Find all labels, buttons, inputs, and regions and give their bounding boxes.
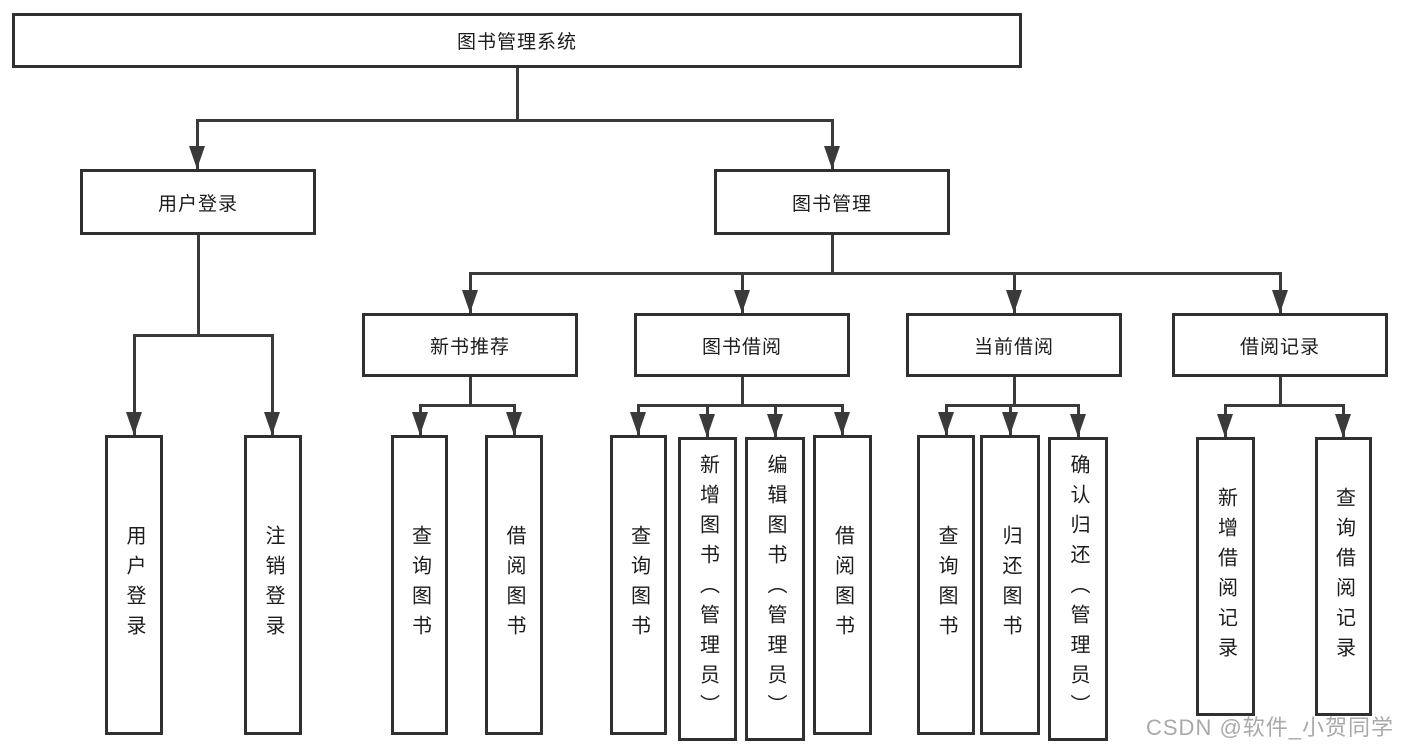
node-root: 图书管理系统 (12, 13, 1022, 68)
leaf-add-books-admin-label: 新增图书（管理员） (696, 454, 719, 724)
leaf-query-books-borrow-label: 查询图书 (627, 525, 650, 645)
connector-borrow-records-bar (1223, 404, 1345, 407)
connector-current-borrow-bar (944, 404, 1080, 407)
leaf-add-borrow-record: 新增借阅记录 (1196, 437, 1255, 716)
arrowhead-bb-borrow (834, 412, 850, 435)
node-current-borrow: 当前借阅 (906, 313, 1122, 377)
connector-drop-leaf-logout (270, 334, 274, 435)
arrowhead-br-add (1217, 414, 1233, 437)
arrowhead-bb-add (699, 414, 715, 437)
leaf-add-books-admin: 新增图书（管理员） (678, 437, 737, 741)
leaf-borrow-books-new: 借阅图书 (485, 435, 543, 735)
arrowhead-nb-query (412, 412, 428, 435)
connector-root-stem (515, 68, 519, 121)
node-current-borrow-label: 当前借阅 (973, 336, 1054, 358)
arrowhead-book-mgmt (824, 146, 840, 169)
connector-new-books-stem (468, 377, 472, 406)
arrowhead-cb-return (1002, 412, 1018, 435)
leaf-confirm-return-admin: 确认归还（管理员） (1048, 437, 1108, 741)
leaf-query-books-current-label: 查询图书 (935, 525, 957, 645)
connector-book-borrow-bar (636, 404, 844, 407)
arrowhead-cb-confirm (1070, 414, 1086, 437)
connector-user-login-stem (196, 235, 200, 336)
arrowhead-borrow-records (1272, 290, 1288, 313)
connector-drop-user-login (195, 119, 199, 169)
connector-user-login-bar (132, 334, 274, 337)
arrowhead-br-query (1335, 414, 1351, 437)
leaf-query-books-borrow: 查询图书 (610, 435, 667, 735)
arrowhead-leaf-logout (264, 412, 280, 435)
arrowhead-bb-edit (767, 414, 783, 437)
connector-book-borrow-stem (740, 377, 744, 406)
leaf-query-books-current: 查询图书 (917, 435, 975, 735)
arrowhead-bb-query (630, 412, 646, 435)
connector-current-borrow-stem (1012, 377, 1016, 406)
leaf-logout-label: 注销登录 (262, 525, 284, 645)
leaf-user-login-label: 用户登录 (123, 525, 145, 645)
node-user-login-label: 用户登录 (157, 193, 238, 215)
leaf-confirm-return-admin-label: 确认归还（管理员） (1067, 454, 1089, 724)
node-book-management-label: 图书管理 (791, 193, 872, 215)
arrowhead-cb-query (938, 412, 954, 435)
node-new-book-recommend: 新书推荐 (362, 313, 578, 377)
arrowhead-nb-borrow (506, 412, 522, 435)
node-new-book-recommend-label: 新书推荐 (429, 336, 510, 358)
leaf-borrow-books-borrow: 借阅图书 (813, 435, 872, 735)
node-borrow-records: 借阅记录 (1172, 313, 1388, 377)
leaf-user-login: 用户登录 (105, 435, 163, 735)
node-book-management: 图书管理 (714, 169, 950, 235)
node-user-login: 用户登录 (80, 169, 316, 235)
node-book-borrow-label: 图书借阅 (701, 336, 782, 358)
leaf-add-borrow-record-label: 新增借阅记录 (1214, 486, 1237, 667)
connector-new-books-bar (418, 404, 516, 407)
leaf-return-books: 归还图书 (980, 435, 1040, 735)
leaf-query-books-new-label: 查询图书 (408, 525, 431, 645)
leaf-edit-books-admin: 编辑图书（管理员） (745, 437, 805, 741)
leaf-query-borrow-record: 查询借阅记录 (1315, 437, 1372, 716)
leaf-borrow-books-new-label: 借阅图书 (503, 525, 525, 645)
node-book-borrow: 图书借阅 (634, 313, 850, 377)
arrowhead-user-login (189, 146, 205, 169)
leaf-query-borrow-record-label: 查询借阅记录 (1332, 486, 1355, 667)
arrowhead-book-borrow (734, 290, 750, 313)
connector-drop-leaf-login (132, 334, 136, 435)
connector-drop-book-mgmt (830, 119, 834, 169)
leaf-logout: 注销登录 (244, 435, 302, 735)
node-borrow-records-label: 借阅记录 (1239, 336, 1320, 358)
connector-book-mgmt-bar (468, 272, 1282, 275)
leaf-borrow-books-borrow-label: 借阅图书 (831, 525, 854, 645)
leaf-query-books-new: 查询图书 (391, 435, 448, 735)
connector-book-mgmt-stem (830, 235, 834, 274)
leaf-return-books-label: 归还图书 (999, 525, 1021, 645)
arrowhead-leaf-login (126, 412, 142, 435)
connector-borrow-records-stem (1278, 377, 1282, 406)
arrowhead-new-books (462, 290, 478, 313)
leaf-edit-books-admin-label: 编辑图书（管理员） (764, 454, 786, 724)
watermark: CSDN @软件_小贺同学 (1146, 715, 1395, 740)
connector-root-bar (195, 119, 834, 122)
node-root-label: 图书管理系统 (456, 32, 577, 53)
arrowhead-current-borrow (1006, 290, 1022, 313)
